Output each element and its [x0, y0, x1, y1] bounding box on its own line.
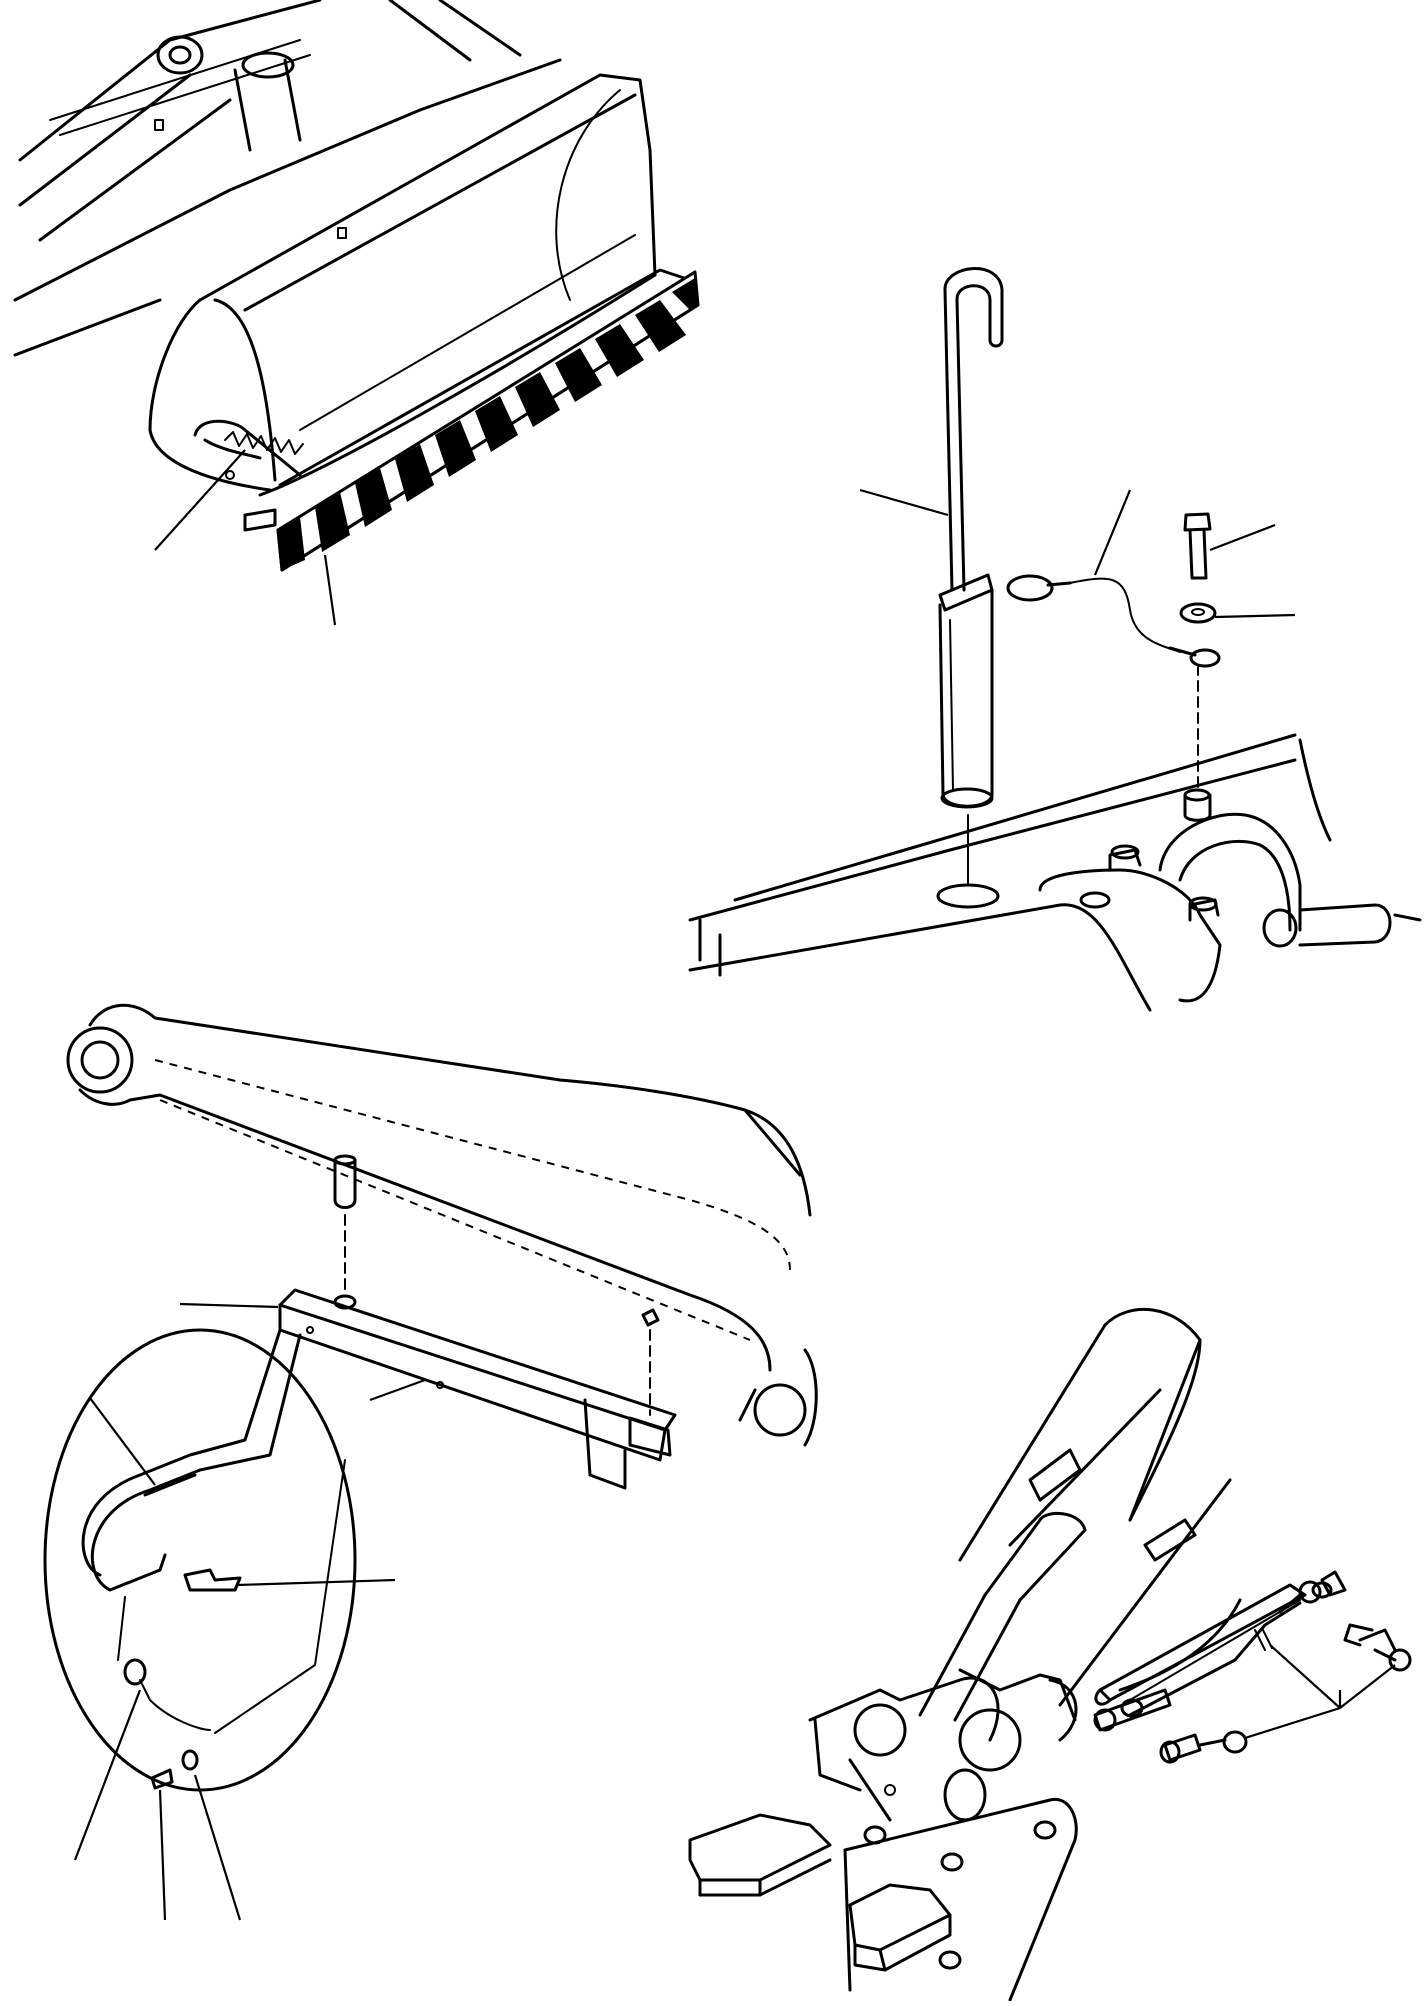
- boom-arm: [66, 1003, 818, 1447]
- bolt-and-washer: [1179, 512, 1217, 791]
- boom-lock-bar-view: [43, 1003, 818, 1921]
- hazard-stripe-guard: [276, 270, 700, 572]
- loader-arm-frame: [13, 0, 562, 357]
- safety-pin-view: [688, 267, 1422, 1012]
- leader-hook: [89, 1397, 156, 1486]
- lock-pin: [938, 267, 1004, 809]
- lock-bar: [278, 1154, 677, 1490]
- lock-link-cable: [1094, 1570, 1412, 1717]
- leader-washer: [1214, 613, 1296, 619]
- leader-lanyard: [1093, 489, 1132, 576]
- leader-clip: [237, 1578, 396, 1587]
- detail-parts: [117, 1459, 346, 1790]
- callout-leaders-view2: [859, 488, 1296, 619]
- leader-bar-body: [369, 1378, 426, 1402]
- leader-bolt: [1209, 523, 1276, 552]
- pin-bracket: [1038, 788, 1392, 1003]
- leader-spring: [154, 449, 246, 551]
- bucket-guard-view: [13, 0, 700, 626]
- swing-bracket: [808, 1668, 1078, 1822]
- frame-deck: [688, 733, 1422, 1012]
- leader-lower-link: [1244, 1664, 1396, 1740]
- base-plate: [688, 1797, 1078, 2002]
- leader-upper-link: [1269, 1644, 1341, 1709]
- callout-leaders-view3: [73, 1302, 426, 1921]
- leader-washer-detail: [193, 1774, 242, 1921]
- leader-screw: [158, 1789, 167, 1921]
- leader-pin: [859, 488, 949, 517]
- cylinder-and-boom: [918, 1307, 1242, 1722]
- swing-bracket-lock-view: [688, 1307, 1412, 2002]
- callout-leaders-view1: [154, 449, 337, 626]
- storage-hook: [81, 1328, 302, 1592]
- leader-lock-bar: [179, 1302, 279, 1309]
- lower-link: [1093, 1599, 1301, 1764]
- leader-lanyard-detail: [73, 1689, 142, 1861]
- leader-guard: [323, 554, 337, 626]
- bucket-body: [148, 73, 692, 532]
- retaining-spring: [193, 419, 304, 480]
- lanyard-wire: [1006, 574, 1221, 668]
- callout-leaders-view4: [1244, 1644, 1396, 1740]
